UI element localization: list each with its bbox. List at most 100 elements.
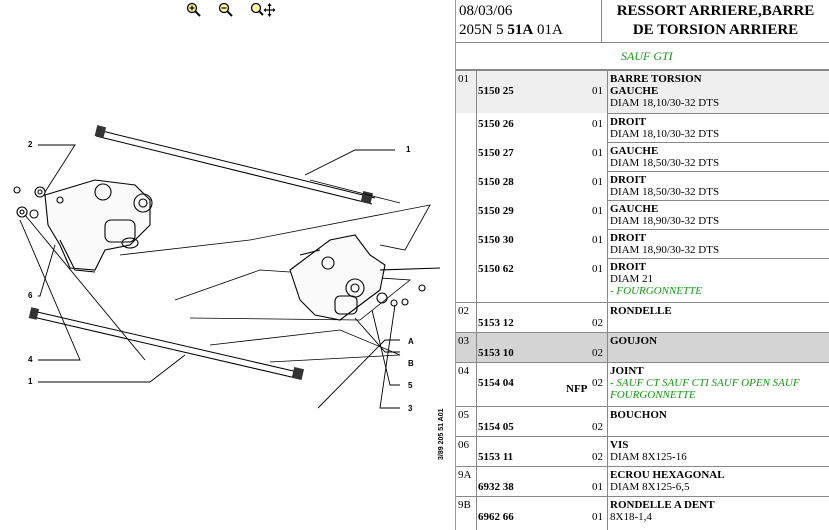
callout-6: 6: [28, 291, 33, 300]
part-reference: 5150 62: [478, 263, 514, 275]
parts-header: 08/03/06 205N 5 51A 01A RESSORT ARRIERE,…: [456, 0, 829, 43]
header-date: 08/03/06: [459, 3, 513, 19]
row-divider: [456, 436, 829, 437]
part-quantity: 01: [592, 176, 603, 188]
part-title: RONDELLE: [610, 305, 672, 317]
row-divider: [456, 332, 829, 333]
part-reference: 6962 66: [478, 511, 514, 523]
part-reference: 5153 10: [478, 347, 514, 359]
nfp-flag: NFP: [566, 383, 588, 395]
part-reference: 5150 25: [478, 85, 514, 97]
row-divider: [607, 142, 829, 143]
part-quantity: 02: [592, 377, 603, 389]
part-quantity: 02: [592, 347, 603, 359]
exploded-parts-drawing: 2 1 6 4 1 A B 5 3 3/89 205 51 A01: [13, 125, 445, 460]
part-reference: 5150 26: [478, 118, 514, 130]
part-title: RONDELLE A DENT: [610, 499, 715, 511]
row-divider: [607, 229, 829, 230]
part-reference: 5153 12: [478, 317, 514, 329]
part-title: ECROU HEXAGONAL: [610, 469, 725, 481]
callout-2: 2: [28, 140, 33, 149]
part-detail: DIAM 18,50/30-32 DTS: [610, 186, 720, 198]
zoom-in-icon[interactable]: [186, 2, 202, 18]
part-quantity: 01: [592, 511, 603, 523]
part-applicability: - FOURGONNETTE: [610, 285, 702, 297]
part-description: JOINT- SAUF CT SAUF CTI SAUF OPEN SAUF F…: [610, 365, 828, 401]
part-reference: 5150 28: [478, 176, 514, 188]
part-quantity: 01: [592, 85, 603, 97]
part-detail: DIAM 8X125-6,5: [610, 481, 690, 493]
zoom-out-icon[interactable]: [218, 2, 234, 18]
part-quantity: 01: [592, 234, 603, 246]
part-title: BOUCHON: [610, 409, 667, 421]
drawing-reference: 3/89 205 51 A01: [438, 408, 445, 460]
part-quantity: 01: [592, 263, 603, 275]
part-title: BARRE TORSION: [610, 73, 702, 85]
zoom-toolbar: [186, 2, 276, 18]
drawing-panel: 2 1 6 4 1 A B 5 3 3/89 205 51 A01: [13, 2, 445, 460]
callout-b: B: [408, 359, 414, 368]
page-title: RESSORT ARRIERE,BARRE DE TORSION ARRIERE: [616, 3, 815, 38]
part-title: GAUCHE: [610, 203, 659, 215]
parts-list-panel: 08/03/06 205N 5 51A 01A RESSORT ARRIERE,…: [456, 0, 829, 530]
group-number: 03: [458, 335, 469, 347]
part-reference: 5153 11: [478, 451, 514, 463]
row-divider: [607, 113, 829, 114]
part-title: GAUCHE: [610, 145, 659, 157]
part-detail: DIAM 18,10/30-32 DTS: [610, 97, 720, 109]
row-divider: [456, 496, 829, 497]
part-quantity: 01: [592, 481, 603, 493]
part-quantity: 01: [592, 147, 603, 159]
part-detail: DIAM 8X125-16: [610, 451, 687, 463]
row-divider: [607, 171, 829, 172]
callout-1-upper: 1: [406, 145, 411, 154]
header-info: 08/03/06 205N 5 51A 01A: [459, 2, 563, 40]
row-divider: [607, 200, 829, 201]
part-quantity: 01: [592, 118, 603, 130]
variant-note: SAUF GTI: [456, 43, 829, 70]
part-detail: DIAM 18,90/30-32 DTS: [610, 215, 720, 227]
header-model: 205N 5 51A 01A: [459, 22, 563, 38]
callout-1-lower: 1: [28, 377, 33, 386]
zoom-move-icon[interactable]: [250, 2, 276, 18]
part-detail: DIAM 18,10/30-32 DTS: [610, 128, 720, 140]
part-reference: 5150 29: [478, 205, 514, 217]
part-reference: 5150 27: [478, 147, 514, 159]
column-divider: [607, 70, 608, 530]
part-detail: 8X18-1,4: [610, 511, 652, 523]
part-description: BOUCHON: [610, 409, 828, 421]
part-title: DROIT: [610, 261, 647, 273]
callout-3: 3: [408, 404, 413, 413]
part-reference: 5150 30: [478, 234, 514, 246]
part-quantity: 02: [592, 317, 603, 329]
row-divider: [456, 466, 829, 467]
group-number: 01: [458, 73, 469, 85]
part-title: GOUJON: [610, 335, 658, 347]
part-row[interactable]: 03 5153 10 02 GOUJON: [456, 332, 829, 362]
part-detail: DIAM 21: [610, 273, 654, 285]
part-quantity: 02: [592, 451, 603, 463]
group-number: 9A: [458, 469, 472, 481]
callout-a: A: [408, 337, 414, 346]
